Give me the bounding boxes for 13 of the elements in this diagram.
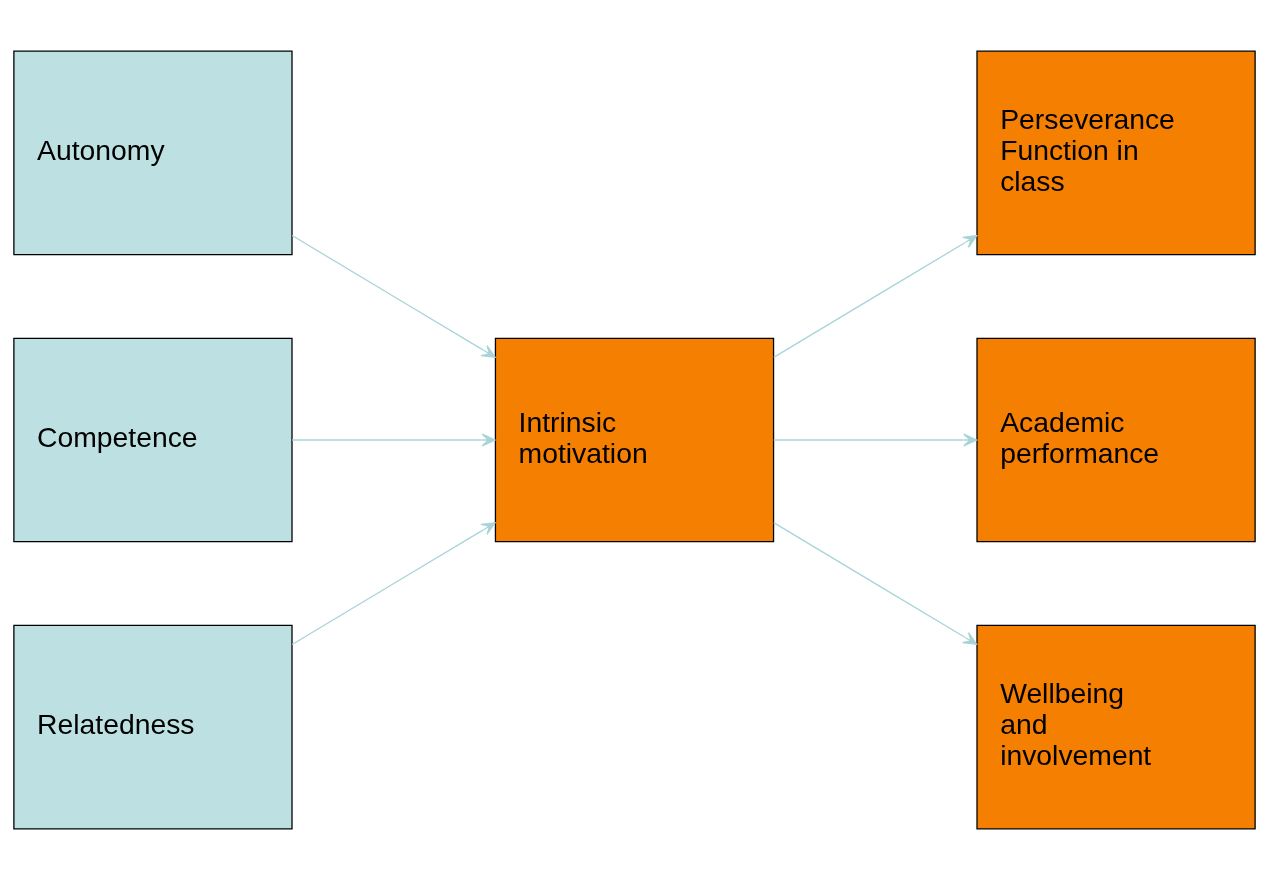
node-box: Intrinsic motivation	[494, 337, 775, 542]
arrow	[291, 433, 496, 446]
node-box: Autonomy	[13, 50, 293, 255]
arrow	[291, 234, 496, 358]
arrow	[773, 433, 978, 446]
node-box: Relatedness	[13, 624, 293, 829]
node-box: Perseverance Function in class	[976, 50, 1256, 255]
node-box: Competence	[13, 337, 293, 542]
arrow	[291, 521, 496, 645]
node-box: Academic performance	[976, 337, 1256, 542]
node-box: Wellbeing and involvement	[976, 624, 1256, 829]
arrow	[773, 234, 978, 358]
arrow	[773, 521, 978, 645]
